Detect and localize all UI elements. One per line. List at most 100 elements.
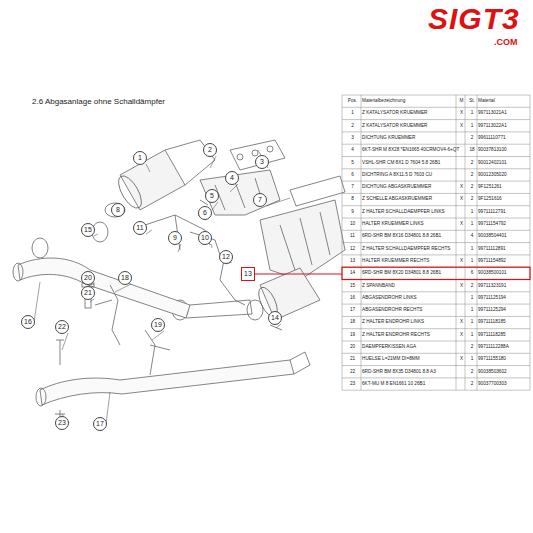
table-cell: X: [457, 221, 466, 227]
callout-number: 15: [81, 223, 95, 237]
table-cell: DICHTUNG KRUEMMER: [362, 135, 457, 141]
table-cell: 2: [466, 369, 478, 375]
table-cell: 1: [466, 246, 478, 252]
table-cell: 1: [343, 110, 362, 116]
table-cell: 997113021A1: [478, 110, 530, 116]
table-cell: 6RD-SHR BM 8X20 D34801 8.8 26B1: [362, 270, 457, 276]
callout-number: 6: [198, 206, 212, 220]
table-cell: 4: [343, 147, 362, 153]
table-cell: 18: [343, 319, 362, 325]
table-cell: DAEMPFERKISSEN AGA: [362, 344, 457, 350]
table-cell: HUELSE L=21MM DI=8MM: [362, 356, 457, 362]
callout-number: 21: [81, 286, 95, 300]
table-cell: DICHTRING A 8X11.5 D 7603 CU: [362, 172, 457, 178]
table-cell: 8: [343, 196, 362, 202]
table-cell: 7: [343, 184, 362, 190]
table-cell: 21: [343, 356, 362, 362]
callout-number: 16: [21, 315, 35, 329]
table-cell: 1: [466, 123, 478, 129]
callout-number: 20: [81, 271, 95, 285]
table-cell: 11: [343, 233, 362, 239]
callout-number: 1: [133, 151, 147, 165]
table-cell: Materialbezeichnung: [362, 98, 457, 104]
table-cell: 9: [343, 209, 362, 215]
callout-number: 3: [255, 155, 269, 169]
table-cell: 5: [343, 160, 362, 166]
table-cell: 90037700303: [478, 381, 530, 387]
table-cell: 99711155180: [478, 356, 530, 362]
callout-number: 18: [118, 271, 132, 285]
table-cell: 2: [343, 123, 362, 129]
callout-number: 22: [55, 320, 69, 334]
table-cell: 17: [343, 307, 362, 313]
table-cell: 90037813100: [478, 147, 530, 153]
table-cell: X: [457, 356, 466, 362]
table-cell: 16: [343, 295, 362, 301]
table-cell: 6KT-MU M 8 EN1661 10 26B1: [362, 381, 457, 387]
table-cell: Z SPANNBAND: [362, 283, 457, 289]
table-cell: 99711112791: [478, 209, 530, 215]
table-cell: 99711112288A: [478, 344, 530, 350]
table-cell: 13: [343, 258, 362, 264]
table-cell: 90038503602: [478, 369, 530, 375]
table-cell: Z SCHELLE ABGASKRUEMMER: [362, 196, 457, 202]
callout-number: 23: [55, 416, 69, 430]
table-cell: 1: [466, 258, 478, 264]
table-cell: 99711118185: [478, 319, 530, 325]
table-cell: 12: [343, 246, 362, 252]
callout-number: 7: [253, 193, 267, 207]
table-cell: HALTER KRUEMMER RECHTS: [362, 258, 457, 264]
logo-text: SIGT3: [428, 2, 520, 36]
table-cell: 99711323191: [478, 283, 530, 289]
table-cell: Material: [478, 98, 530, 104]
table-cell: 1: [466, 356, 478, 362]
table-cell: 90012305020: [478, 172, 530, 178]
table-cell: Z KATALYSATOR KRUEMMER: [362, 110, 457, 116]
callout-number: 2: [203, 143, 217, 157]
table-cell: X: [457, 123, 466, 129]
callout-number: 13: [241, 267, 255, 281]
table-cell: 99711118285: [478, 332, 530, 338]
table-cell: 99711154892: [478, 258, 530, 264]
table-cell: 19: [343, 332, 362, 338]
table-cell: 14: [343, 270, 362, 276]
table-cell: 99711112891: [478, 246, 530, 252]
table-cell: Z HALTER ENDROHR LINKS: [362, 319, 457, 325]
table-cell: 23: [343, 381, 362, 387]
table-cell: ABGASENDROHR LINKS: [362, 295, 457, 301]
table-cell: Z KATALYSATOR KRUEMMER: [362, 123, 457, 129]
table-cell: X: [457, 110, 466, 116]
table-cell: X: [457, 184, 466, 190]
table-cell: 99711154792: [478, 221, 530, 227]
table-cell: 1: [466, 332, 478, 338]
table-cell: 9F1251616: [478, 196, 530, 202]
table-cell: 20: [343, 344, 362, 350]
table-cell: M: [457, 98, 466, 104]
table-cell: ABGASENDROHR RECHTS: [362, 307, 457, 313]
table-cell: 22: [343, 369, 362, 375]
table-cell: 2: [466, 381, 478, 387]
table-cell: HALTER KRUEMMER LINKS: [362, 221, 457, 227]
callout-number: 10: [198, 231, 212, 245]
logo-domain: .COM: [494, 37, 518, 47]
table-cell: 90038500101: [478, 270, 530, 276]
callout-number: 4: [225, 171, 239, 185]
table-cell: Z HALTER ENDROHR RECHTS: [362, 332, 457, 338]
table-cell: X: [457, 332, 466, 338]
table-cell: 6KT-SHR M 8X28 *EN1665 40CRMOV4-6+QT: [362, 147, 457, 153]
table-cell: 2: [466, 344, 478, 350]
table-cell: DICHTUNG ABGASKRUEMMER: [362, 184, 457, 190]
table-cell: 6RD-SHR BM 8X16 D34801 8.8 26B1: [362, 233, 457, 239]
table-cell: 90012402101: [478, 160, 530, 166]
table-cell: 2: [466, 196, 478, 202]
table-cell: 1: [466, 319, 478, 325]
table-cell: Pos.: [343, 98, 362, 104]
table-cell: 3: [343, 135, 362, 141]
table-cell: 2: [466, 135, 478, 141]
table-cell: 1: [466, 110, 478, 116]
callout-number: 5: [205, 189, 219, 203]
table-cell: 9F1251261: [478, 184, 530, 190]
callout-number: 9: [168, 231, 182, 245]
table-cell: X: [457, 196, 466, 202]
